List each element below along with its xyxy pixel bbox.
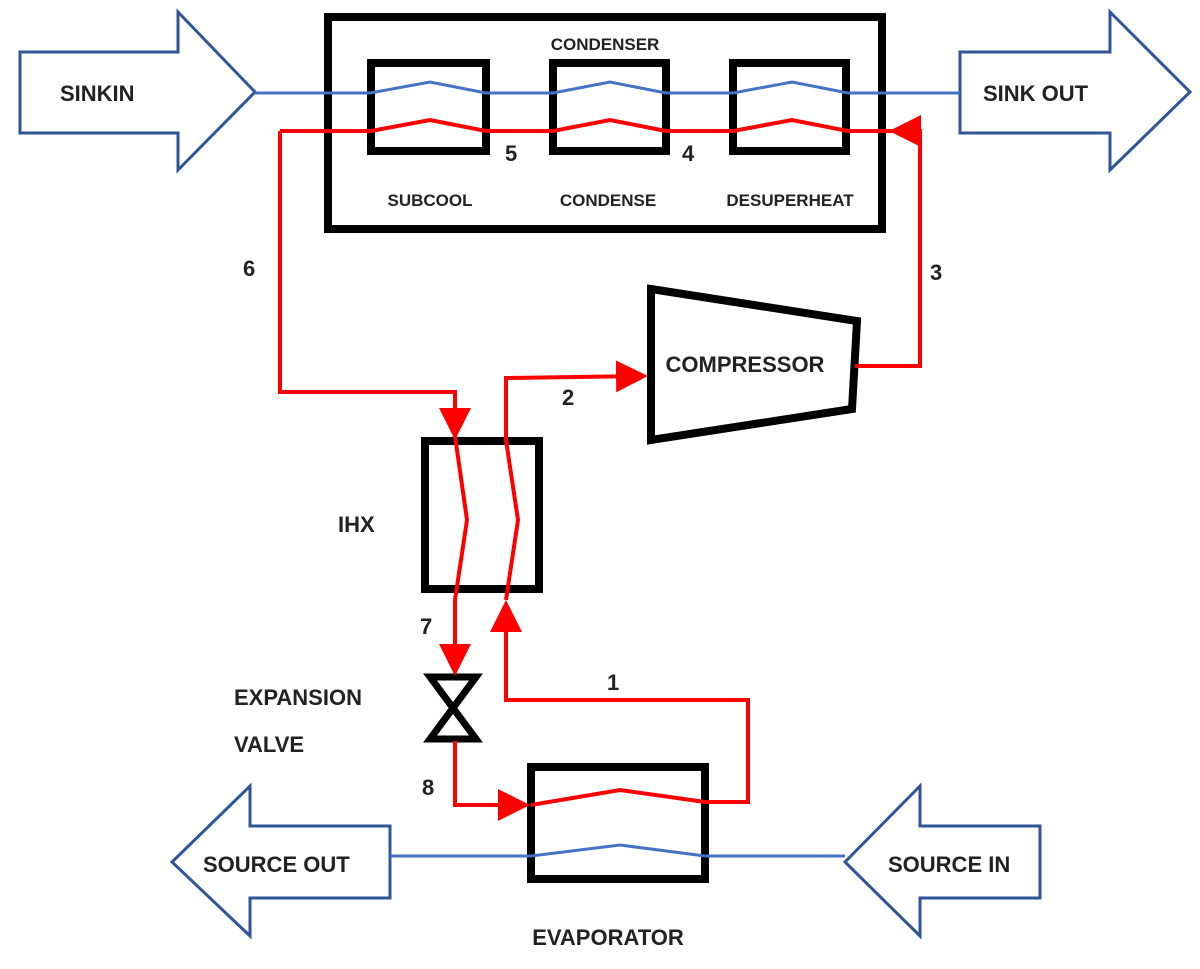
sink-in-arrow: SINKIN [18,8,258,174]
desuperheat-label: DESUPERHEAT [726,191,854,210]
refrigerant-line-7 [439,435,471,676]
compressor: COMPRESSOR [647,284,862,445]
state-7: 7 [420,614,432,639]
source-water-line [390,843,845,858]
state-3: 3 [930,260,942,285]
state-6: 6 [243,256,255,281]
evaporator [527,763,709,883]
valve-label-line2: VALVE [234,732,304,757]
refrigerant-line-8 [453,741,530,821]
sink-out-label: SINK OUT [983,81,1089,106]
refrigerant-line-3 [855,115,922,368]
state-5: 5 [505,141,517,166]
subcool-label: SUBCOOL [388,191,473,210]
desuperheat-section [729,59,850,155]
state-1: 1 [607,670,619,695]
refrigerant-line-condenser [280,117,893,133]
sink-out-arrow: SINK OUT [958,8,1193,174]
source-in-arrow: SOURCE IN [842,782,1042,940]
ihx [421,437,543,593]
sink-water-line [255,80,960,95]
source-out-label: SOURCE OUT [203,852,350,877]
refrigerant-line-2 [504,360,648,601]
expansion-valve: EXPANSION VALVE [234,673,483,757]
state-2: 2 [562,385,574,410]
condenser: CONDENSER SUBCOOL CONDENSE DESUPERHEAT [324,13,886,233]
source-out-arrow: SOURCE OUT [169,782,392,940]
condenser-title: CONDENSER [551,35,660,54]
compressor-label: COMPRESSOR [666,352,825,377]
evaporator-label: EVAPORATOR [532,925,684,950]
state-8: 8 [422,775,434,800]
condense-section [549,59,670,155]
ihx-label: IHX [338,512,375,537]
refrigerant-line-6 [278,131,471,440]
state-4: 4 [682,141,695,166]
sink-in-label: SINKIN [60,81,135,106]
condense-label: CONDENSE [560,191,656,210]
valve-label-line1: EXPANSION [234,685,362,710]
refrigerant-line-evaporator [490,600,750,807]
subcool-section [367,59,490,155]
source-in-label: SOURCE IN [888,852,1010,877]
